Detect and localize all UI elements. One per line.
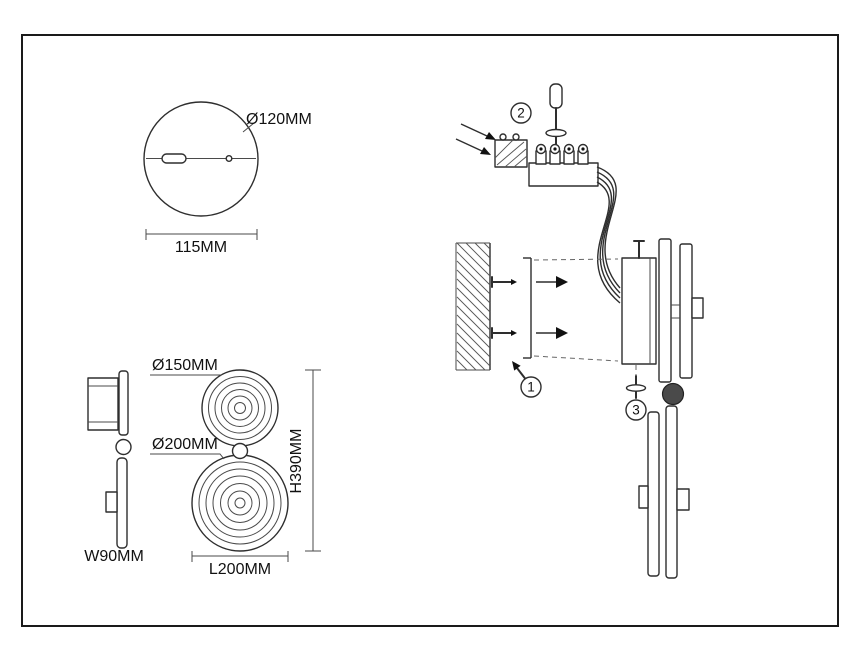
attach-direction-arrow-top xyxy=(536,276,568,288)
step-1-badge: 1 xyxy=(512,361,542,398)
side-backbox xyxy=(87,377,119,431)
side-bottom-disc-edge xyxy=(116,457,128,549)
terminal-block xyxy=(528,143,599,187)
step-2-number: 2 xyxy=(517,106,525,121)
mount-width-dimension: 115MM xyxy=(145,229,258,256)
side-ball-joint xyxy=(115,438,132,456)
bottom-disc xyxy=(191,454,289,552)
wire-insertion-arrows xyxy=(455,123,496,155)
mounting-hole xyxy=(225,154,233,162)
side-arm-block xyxy=(105,491,118,513)
mounting-screw-with-washer-icon xyxy=(545,125,567,146)
arm-joint-block xyxy=(691,297,704,319)
wall-section xyxy=(455,242,517,371)
drawing-frame xyxy=(21,34,839,627)
mount-diameter-label: Ø120MM xyxy=(246,111,312,128)
step-1-arrow-icon xyxy=(512,361,521,371)
lower-disc-assembly-side xyxy=(638,405,690,579)
wall-screw-bottom-icon xyxy=(491,327,517,339)
top-disc-diameter-label: Ø150MM xyxy=(152,357,218,374)
width-dimension-label: W90MM xyxy=(84,548,144,565)
lamp-front-view: Ø150MM Ø200MM H390MM L200MM xyxy=(150,357,321,578)
step-3-badge: 3 xyxy=(625,375,647,421)
height-dimension: H390MM xyxy=(288,369,321,552)
length-dimension-label: L200MM xyxy=(209,561,271,578)
mount-width-label: 115MM xyxy=(175,239,227,256)
driver-block xyxy=(494,133,528,168)
height-dimension-label: H390MM xyxy=(288,429,305,494)
installation-exploded-view: 2 xyxy=(455,83,704,579)
lamp-backplate-side xyxy=(658,238,704,383)
wall-hatch xyxy=(456,242,491,371)
side-top-disc-edge xyxy=(118,370,129,436)
step-1-number: 1 xyxy=(527,380,535,395)
wires xyxy=(596,166,621,304)
lower-arm-block-right xyxy=(676,488,690,511)
top-disc xyxy=(201,369,279,447)
lower-arm-block-left xyxy=(638,485,649,509)
mounting-slot xyxy=(161,153,187,164)
wall-screw-top-icon xyxy=(491,276,517,288)
diameter-leader-line xyxy=(242,122,255,133)
length-dimension: L200MM xyxy=(191,551,289,578)
front-ball-joint xyxy=(231,442,249,460)
mounting-bracket xyxy=(523,257,532,359)
screwdriver-icon xyxy=(549,83,563,127)
lamp-rear-body xyxy=(621,240,657,365)
step-2-badge: 2 xyxy=(510,102,532,124)
step-3-number: 3 xyxy=(632,403,640,418)
alignment-line-bottom xyxy=(533,355,619,362)
lamp-side-view: W90MM xyxy=(84,370,144,565)
bottom-disc-diameter-label: Ø200MM xyxy=(152,436,218,453)
attach-direction-arrow-bottom xyxy=(536,327,568,339)
bottom-disc-leader xyxy=(150,453,225,460)
ball-joint xyxy=(661,382,685,406)
mount-plate-top-view: Ø120MM 115MM xyxy=(143,101,312,256)
